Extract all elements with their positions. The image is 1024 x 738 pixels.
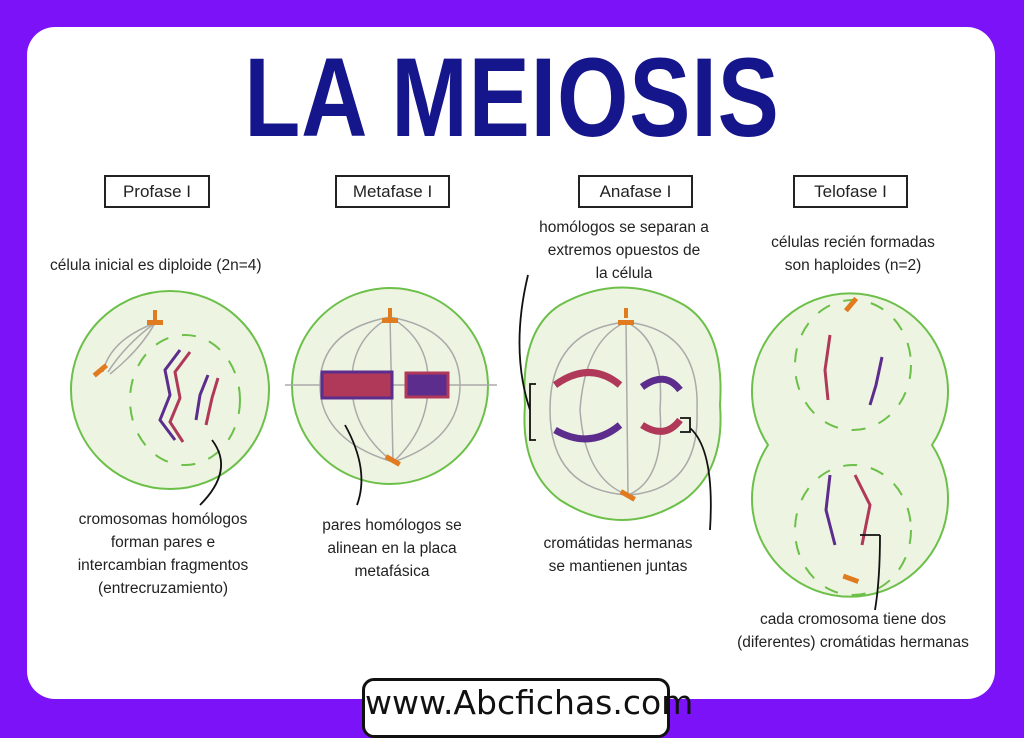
telofase-bottom-text: cada cromosoma tiene dos (diferentes) cr… bbox=[723, 608, 983, 654]
text-line: se mantienen juntas bbox=[548, 558, 688, 575]
text-line: células recién formadas bbox=[771, 234, 935, 251]
phase-label-profase: Profase I bbox=[104, 175, 210, 208]
text-line: alinean en la placa bbox=[327, 540, 457, 557]
text-line: extremos opuestos de bbox=[547, 242, 701, 259]
anafase-bottom-text: cromátidas hermanas se mantienen juntas bbox=[518, 532, 718, 578]
profase-bottom-text: cromosomas homólogos forman pares e inte… bbox=[63, 508, 263, 600]
text-line: homólogos se separan a bbox=[539, 219, 709, 236]
text-line: metafásica bbox=[354, 563, 430, 580]
text-line: intercambian fragmentos bbox=[77, 557, 249, 574]
text-line: (diferentes) cromátidas hermanas bbox=[737, 634, 969, 651]
metafase-bottom-text: pares homólogos se alinean en la placa m… bbox=[292, 514, 492, 583]
website-link[interactable]: www.Abcfichas.com bbox=[362, 678, 693, 738]
anafase-top-text: homólogos se separan a extremos opuestos… bbox=[514, 216, 734, 285]
text-line: cada cromosoma tiene dos bbox=[759, 611, 947, 628]
text-line: la célula bbox=[595, 265, 653, 282]
text-line: son haploides (n=2) bbox=[784, 257, 922, 274]
cell-telofase bbox=[751, 292, 949, 598]
cell-anafase bbox=[523, 286, 722, 521]
text-line: pares homólogos se bbox=[322, 517, 462, 534]
profase-top-text: célula inicial es diploide (2n=4) bbox=[50, 257, 262, 274]
phase-label-telofase: Telofase I bbox=[793, 175, 908, 208]
text-line: forman pares e bbox=[110, 534, 216, 551]
page-title: LA MEIOSIS bbox=[244, 35, 780, 160]
text-line: cromosomas homólogos bbox=[78, 511, 248, 528]
text-line: cromátidas hermanas bbox=[543, 535, 693, 552]
telofase-top-text: células recién formadas son haploides (n… bbox=[743, 231, 963, 277]
phase-label-metafase: Metafase I bbox=[335, 175, 450, 208]
phase-label-anafase: Anafase I bbox=[578, 175, 693, 208]
text-line: (entrecruzamiento) bbox=[97, 580, 229, 597]
